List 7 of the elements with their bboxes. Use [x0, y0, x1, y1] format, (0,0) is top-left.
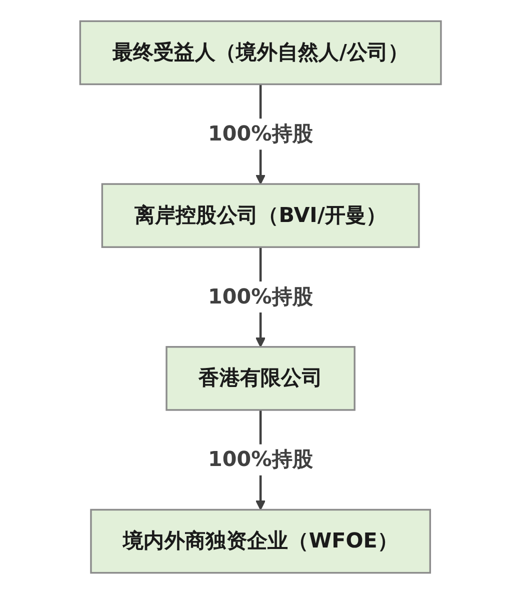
node-box: 香港有限公司 [166, 346, 356, 411]
node-box: 境内外商独资企业（WFOE） [90, 508, 432, 574]
node-box: 离岸控股公司（BVI/开曼） [102, 183, 420, 248]
edge-label: 100%持股 [208, 448, 314, 472]
edge-label: 100%持股 [208, 284, 314, 310]
node-box: 最终受益人（境外自然人/公司） [80, 20, 442, 86]
edge-label: 100%持股 [208, 122, 314, 146]
